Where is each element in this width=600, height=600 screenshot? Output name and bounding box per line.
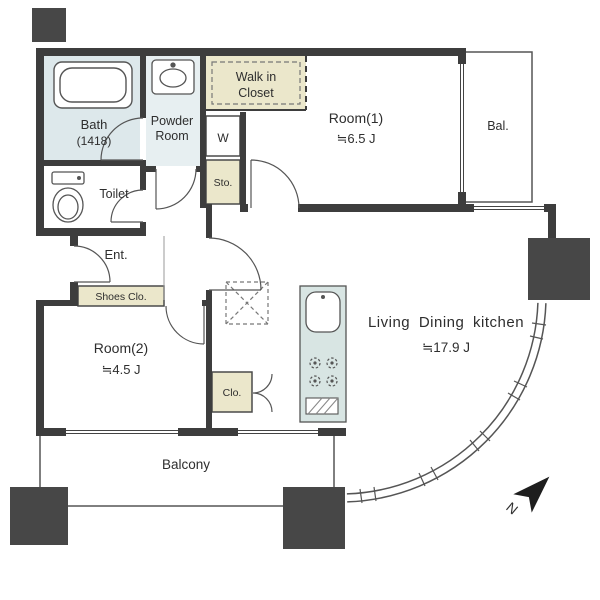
balcony-top-label: Bal. [487, 119, 509, 133]
powder-room-door [155, 168, 197, 210]
walk-in-closet-label-2: Closet [238, 86, 274, 100]
pillar [10, 487, 68, 545]
curved-window-wall [346, 302, 547, 504]
walk-in-closet-box [206, 56, 306, 110]
pillar [283, 487, 345, 549]
room1-window [458, 64, 466, 192]
north-label: N [503, 499, 521, 518]
compass: N [503, 476, 550, 518]
ldk-door [208, 237, 262, 291]
room2-door [165, 305, 205, 345]
walk-in-closet-dashed-line [211, 61, 301, 105]
equipment-dashed-box [225, 281, 269, 325]
powder-room-label-1: Powder [151, 114, 193, 128]
powder-room-label-2: Room [155, 129, 188, 143]
kitchen-counter [299, 285, 347, 423]
kitchen-sink-icon [305, 291, 341, 333]
entrance-label: Ent. [104, 247, 127, 262]
closet-doors [252, 373, 273, 413]
bath-door [100, 117, 144, 161]
stove-burners-icon [309, 357, 338, 387]
washer-label: W [217, 131, 229, 145]
toilet-label: Toilet [99, 187, 129, 201]
window-frame-ticks [359, 322, 547, 504]
room1-door [250, 159, 300, 209]
room1-label: Room(1) [329, 110, 383, 126]
bath-label: Bath [81, 117, 108, 132]
pillar [32, 8, 66, 42]
faucet-icon [321, 295, 325, 299]
walls [36, 48, 556, 436]
north-arrow-icon [513, 476, 550, 513]
ldk-size-label: ≒17.9 J [422, 340, 470, 355]
balcony-top-outline [463, 51, 533, 203]
pillars [10, 8, 590, 549]
toilet-icon [51, 171, 85, 223]
sink-icon [151, 59, 195, 95]
windows [66, 64, 544, 436]
walk-in-closet-label-1: Walk in [236, 70, 277, 84]
ldk-label: Living Dining kitchen [368, 314, 524, 331]
grill-icon [305, 397, 339, 415]
shoes-closet-label: Shoes Clo. [95, 291, 146, 303]
toilet-door [110, 189, 144, 223]
washer-box [205, 115, 241, 157]
ldk-top-window [474, 204, 544, 212]
ldk-balcony-window [238, 428, 318, 436]
pillar [528, 238, 590, 300]
door-arcs [73, 117, 300, 413]
walk-in-closet-borders [206, 56, 307, 111]
entrance-door [73, 245, 111, 283]
room2-label: Room(2) [94, 340, 148, 356]
room2-size-label: ≒4.5 J [101, 362, 140, 377]
bath-size-label: (1418) [77, 134, 112, 148]
closet-label: Clo. [223, 387, 242, 399]
room2-window [66, 428, 178, 436]
storage-label: Sto. [214, 177, 233, 189]
room1-size-label: ≒6.5 J [336, 131, 375, 146]
labels: Bath (1418) Powder Room Walk in Closet W… [77, 70, 524, 472]
bathtub-icon [53, 61, 133, 109]
balcony-bottom-label: Balcony [162, 457, 210, 472]
